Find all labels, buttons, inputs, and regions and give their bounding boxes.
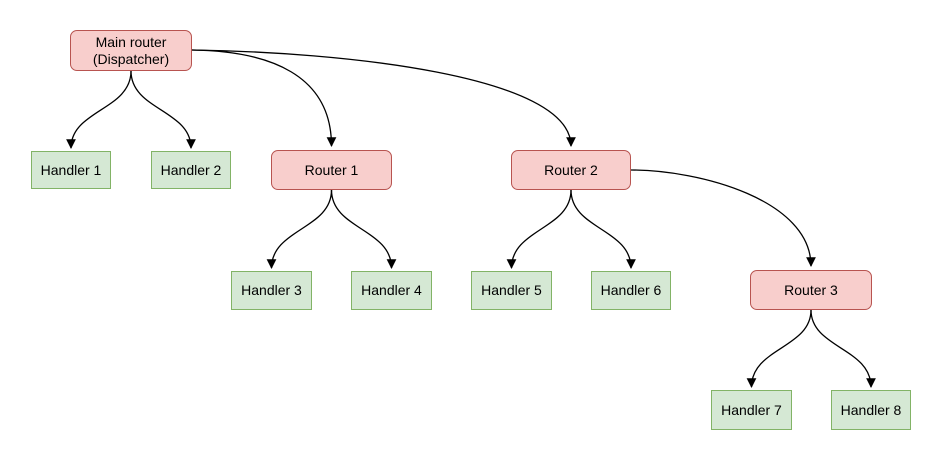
node-handler-7-label: Handler 7 [721, 401, 782, 418]
node-handler-8: Handler 8 [831, 390, 911, 430]
edge-router-2-to-router-3 [630, 169, 816, 267]
node-handler-2: Handler 2 [151, 151, 231, 189]
node-router-3: Router 3 [750, 270, 872, 310]
edge-router-3-to-handler-7 [746, 309, 812, 388]
node-main-router-label-line1: Main router [95, 33, 167, 50]
node-handler-5: Handler 5 [471, 271, 552, 310]
edge-router-2-to-handler-5 [506, 189, 572, 269]
node-handler-7: Handler 7 [711, 390, 792, 430]
edge-router-3-to-handler-8 [810, 309, 876, 388]
node-router-3-label: Router 3 [784, 281, 838, 298]
edge-main-router-to-router-1 [191, 49, 337, 147]
edge-main-router-to-router-2 [191, 49, 576, 147]
node-handler-6-label: Handler 6 [600, 282, 662, 298]
node-handler-4: Handler 4 [351, 271, 432, 310]
edge-main-router-to-handler-2 [130, 70, 196, 149]
node-main-router-label-line2: (Dispatcher) [92, 50, 170, 67]
node-router-1-label: Router 1 [304, 161, 359, 178]
edge-main-router-to-handler-1 [66, 70, 132, 149]
node-handler-4-label: Handler 4 [361, 282, 422, 298]
node-handler-8-label: Handler 8 [840, 401, 902, 418]
node-handler-2-label: Handler 2 [160, 161, 222, 178]
node-router-2-label: Router 2 [544, 161, 598, 178]
edge-router-1-to-handler-3 [266, 189, 333, 269]
node-main-router: Main router (Dispatcher) [70, 30, 192, 71]
node-handler-1: Handler 1 [31, 151, 111, 189]
node-router-2: Router 2 [511, 150, 631, 190]
node-handler-6: Handler 6 [591, 271, 671, 310]
node-router-1: Router 1 [271, 150, 392, 190]
edge-router-1-to-handler-4 [330, 189, 397, 269]
node-handler-3-label: Handler 3 [241, 282, 302, 298]
node-handler-3: Handler 3 [231, 271, 312, 310]
edge-router-2-to-handler-6 [570, 189, 636, 269]
node-handler-5-label: Handler 5 [481, 282, 542, 298]
node-handler-1-label: Handler 1 [40, 161, 102, 178]
